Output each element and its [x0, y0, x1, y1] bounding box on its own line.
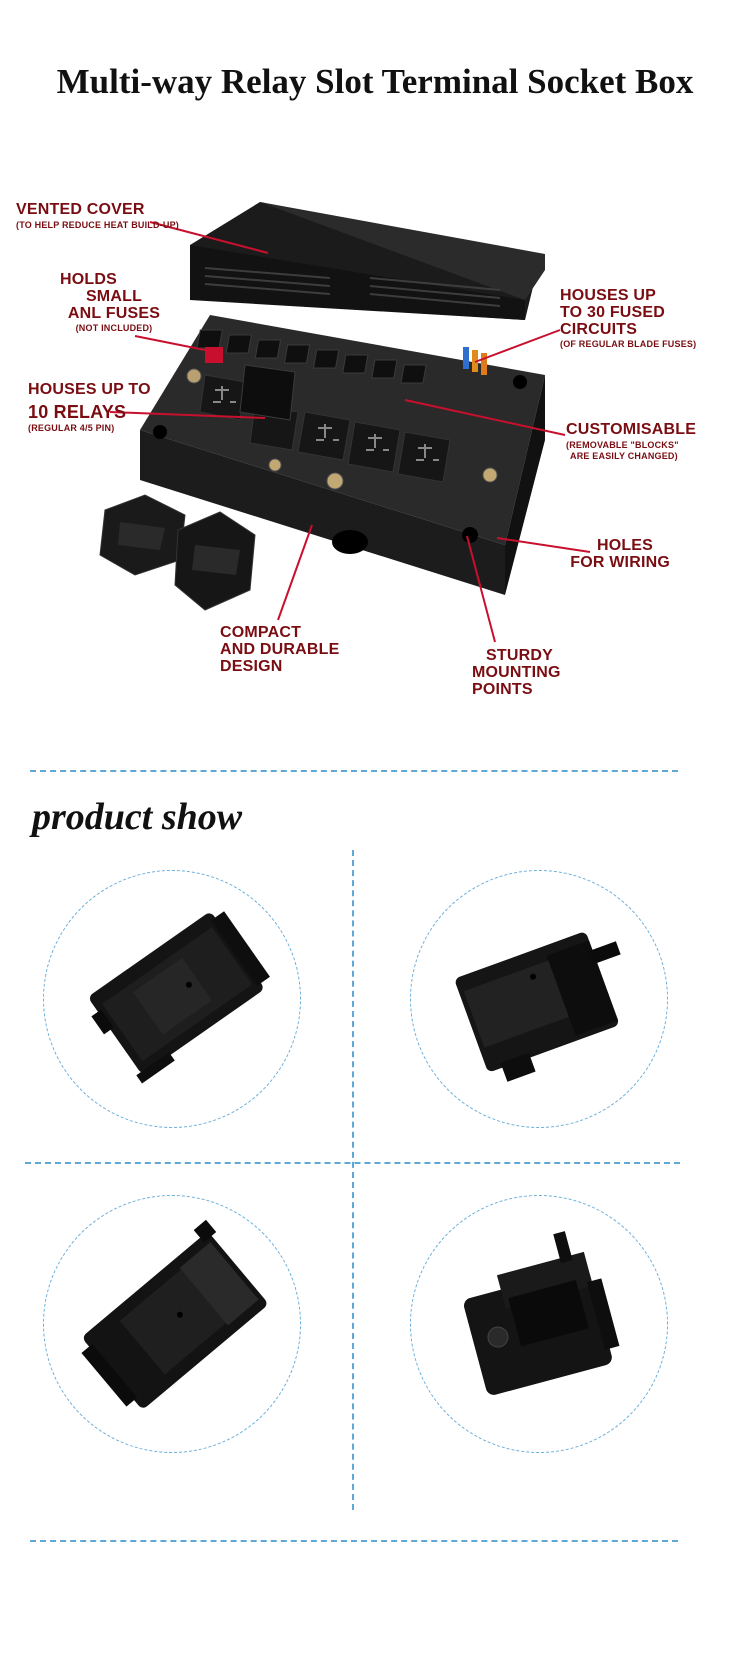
loose-relay-blocks — [99, 494, 256, 611]
anl-fuse — [205, 347, 223, 363]
callout-fused-circuits: HOUSES UP TO 30 FUSED CIRCUITS (OF REGUL… — [560, 287, 697, 350]
grid-divider-vertical — [352, 850, 354, 1510]
callout-wiring-holes: HOLES FOR WIRING — [570, 537, 670, 571]
section-title: product show — [32, 796, 243, 838]
page-title: Multi-way Relay Slot Terminal Socket Box — [56, 62, 694, 101]
callout-customisable: CUSTOMISABLE (REMOVABLE "BLOCKS" ARE EAS… — [566, 421, 697, 462]
vented-cover — [190, 202, 545, 320]
callout-vented-cover: VENTED COVER (TO HELP REDUCE HEAT BUILD-… — [16, 201, 180, 230]
callout-compact: COMPACT AND DURABLE DESIGN — [220, 624, 340, 675]
blue-fuse — [463, 347, 469, 369]
relay-box-illustration — [99, 202, 591, 643]
callout-lines — [109, 221, 591, 643]
product-hero: VENTED COVER (TO HELP REDUCE HEAT BUILD-… — [0, 150, 750, 750]
grid-divider-horizontal — [25, 1162, 680, 1164]
product-photo-4 — [410, 1195, 668, 1453]
callout-mounting: STURDY MOUNTING POINTS — [472, 647, 561, 698]
product-photo-1 — [43, 870, 301, 1128]
section-divider-top — [30, 770, 678, 772]
callout-anl-fuses: HOLDS SMALL ANL FUSES (NOT INCLUDED) — [60, 271, 161, 334]
product-photo-2 — [410, 870, 668, 1128]
callout-relays: HOUSES UP TO 10 RELAYS (REGULAR 4/5 PIN) — [28, 381, 151, 433]
box-body — [140, 315, 545, 595]
product-photo-3 — [43, 1195, 301, 1453]
section-divider-bottom — [30, 1540, 678, 1542]
